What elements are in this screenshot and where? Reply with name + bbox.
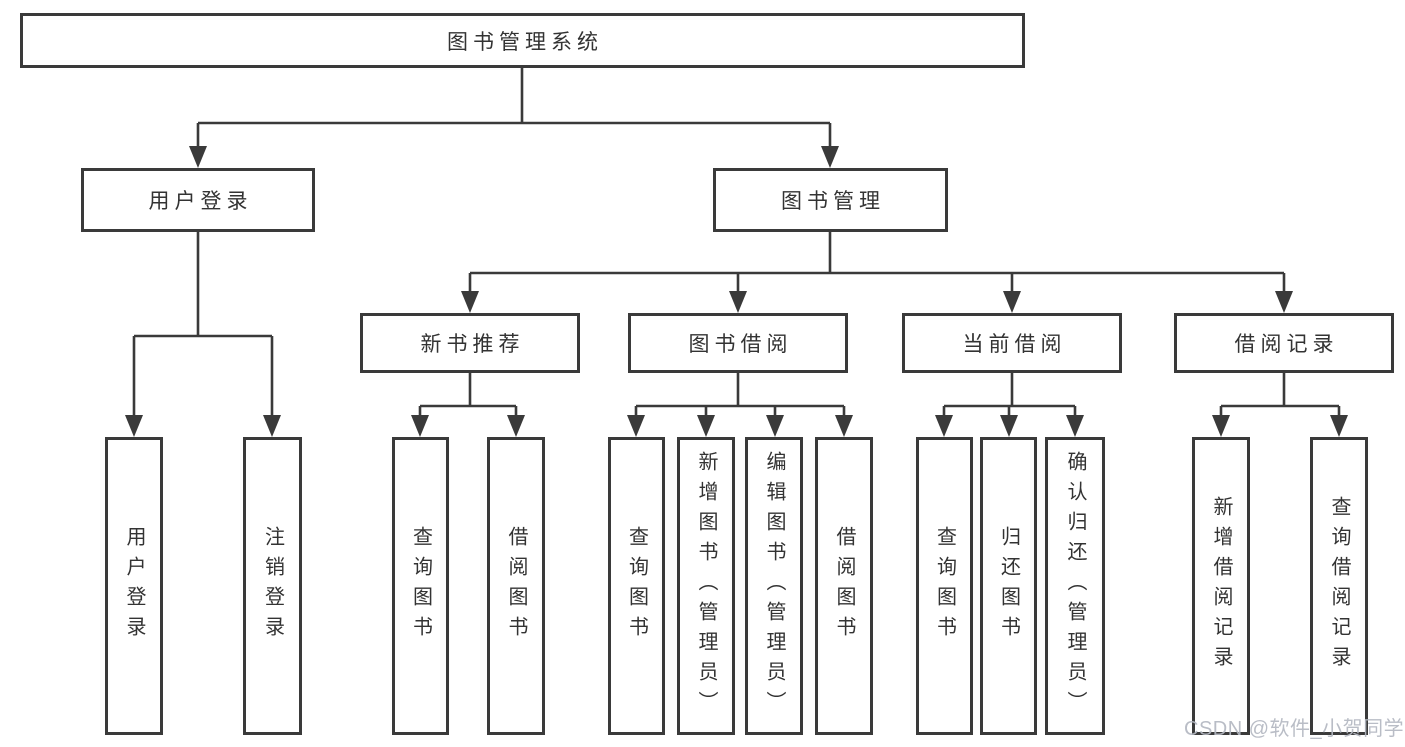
leaf-edit-books-admin: 编辑图书（管理员） — [745, 437, 803, 735]
leaf-query-books-borrowing-label: 查询图书 — [625, 526, 648, 646]
leaf-confirm-return-admin-label: 确认归还（管理员） — [1064, 451, 1086, 721]
leaf-borrow-books: 借阅图书 — [815, 437, 873, 735]
leaf-edit-books-admin-label: 编辑图书（管理员） — [763, 451, 785, 721]
leaf-add-borrow-record: 新增借阅记录 — [1192, 437, 1250, 735]
node-book-borrowing: 图书借阅 — [628, 313, 848, 373]
connector-user-login-to-children — [125, 232, 281, 437]
leaf-query-books-recommend: 查询图书 — [392, 437, 449, 735]
connector-borrowing-records-to-children — [1212, 373, 1348, 437]
leaf-query-books-borrowing: 查询图书 — [608, 437, 665, 735]
leaf-user-login: 用户登录 — [105, 437, 163, 735]
leaf-confirm-return-admin: 确认归还（管理员） — [1045, 437, 1105, 735]
connector-current-borrowing-to-children — [935, 373, 1084, 437]
leaf-return-books: 归还图书 — [980, 437, 1037, 735]
leaf-user-login-label: 用户登录 — [123, 526, 145, 646]
csdn-watermark: CSDN @软件_小贺同学 — [1184, 718, 1405, 740]
leaf-add-books-admin: 新增图书（管理员） — [677, 437, 735, 735]
leaf-add-borrow-record-label: 新增借阅记录 — [1210, 496, 1232, 676]
leaf-borrow-books-label: 借阅图书 — [833, 526, 855, 646]
connector-root-to-level2 — [189, 68, 839, 168]
node-borrowing-records: 借阅记录 — [1174, 313, 1394, 373]
node-book-management: 图书管理 — [713, 168, 948, 232]
leaf-query-books-current: 查询图书 — [916, 437, 973, 735]
leaf-query-borrow-record-label: 查询借阅记录 — [1328, 496, 1350, 676]
connector-new-book-to-children — [411, 373, 525, 437]
leaf-add-books-admin-label: 新增图书（管理员） — [695, 451, 717, 721]
leaf-return-books-label: 归还图书 — [997, 526, 1020, 646]
node-current-borrowing: 当前借阅 — [902, 313, 1122, 373]
leaf-query-books-recommend-label: 查询图书 — [409, 526, 432, 646]
node-library-system: 图书管理系统 — [20, 13, 1025, 68]
connector-book-borrowing-to-children — [627, 373, 853, 437]
node-new-book-recommend: 新书推荐 — [360, 313, 580, 373]
leaf-borrow-books-recommend-label: 借阅图书 — [505, 526, 527, 646]
leaf-logout: 注销登录 — [243, 437, 302, 735]
leaf-query-borrow-record: 查询借阅记录 — [1310, 437, 1368, 735]
connector-book-management-to-level3 — [461, 232, 1293, 313]
leaf-borrow-books-recommend: 借阅图书 — [487, 437, 545, 735]
leaf-query-books-current-label: 查询图书 — [933, 526, 956, 646]
node-user-login: 用户登录 — [81, 168, 315, 232]
leaf-logout-label: 注销登录 — [261, 526, 284, 646]
